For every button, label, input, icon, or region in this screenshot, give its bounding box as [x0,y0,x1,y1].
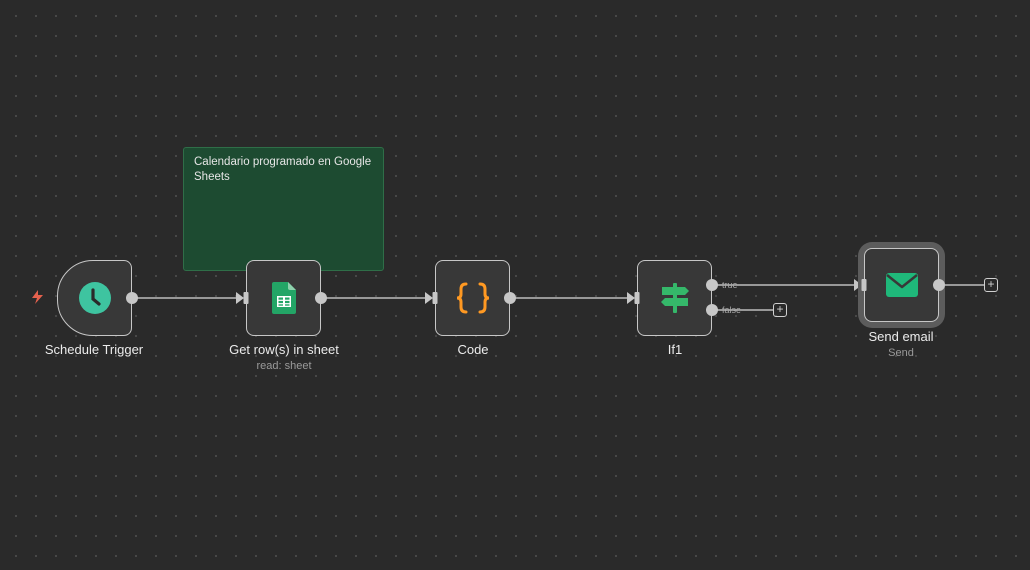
node-subtitle: Send [888,347,914,359]
branch-label-false: false [722,305,742,315]
node-send-email[interactable] [864,248,939,322]
arrow-head-icon [854,279,862,291]
node-schedule-trigger[interactable] [57,260,132,336]
output-port[interactable] [315,292,327,304]
output-port[interactable] [933,279,945,291]
branch-label-true: true [722,280,738,290]
node-title: If1 [667,342,683,357]
output-port[interactable] [504,292,516,304]
node-title: Schedule Trigger [44,342,144,357]
signpost-icon [660,283,689,313]
input-port[interactable] [861,279,867,291]
output-port[interactable] [126,292,138,304]
google-sheets-icon [271,282,296,314]
arrow-head-icon [236,292,244,304]
node-title: Send email [868,329,934,344]
node-subtitle: read: sheet [256,360,312,372]
output-port-true[interactable] [706,279,718,291]
add-node-button-after-email[interactable]: + [984,278,998,292]
envelope-icon [885,273,918,297]
node-get-rows-in-sheet[interactable] [246,260,321,336]
input-port[interactable] [432,292,438,304]
arrow-head-icon [425,292,433,304]
input-port[interactable] [634,292,640,304]
code-braces-icon [456,282,489,314]
node-if1[interactable] [637,260,712,336]
add-node-button-false-branch[interactable]: + [773,303,787,317]
node-title: Get row(s) in sheet [229,342,339,357]
sticky-note[interactable]: Calendario programado en Google Sheets [183,147,384,271]
input-port[interactable] [243,292,249,304]
clock-icon [78,282,111,314]
sticky-note-text: Calendario programado en Google Sheets [194,156,372,183]
node-title: Code [457,342,489,357]
node-code[interactable] [435,260,510,336]
output-port-false[interactable] [706,304,718,316]
arrow-head-icon [627,292,635,304]
trigger-bolt-icon [32,290,43,304]
